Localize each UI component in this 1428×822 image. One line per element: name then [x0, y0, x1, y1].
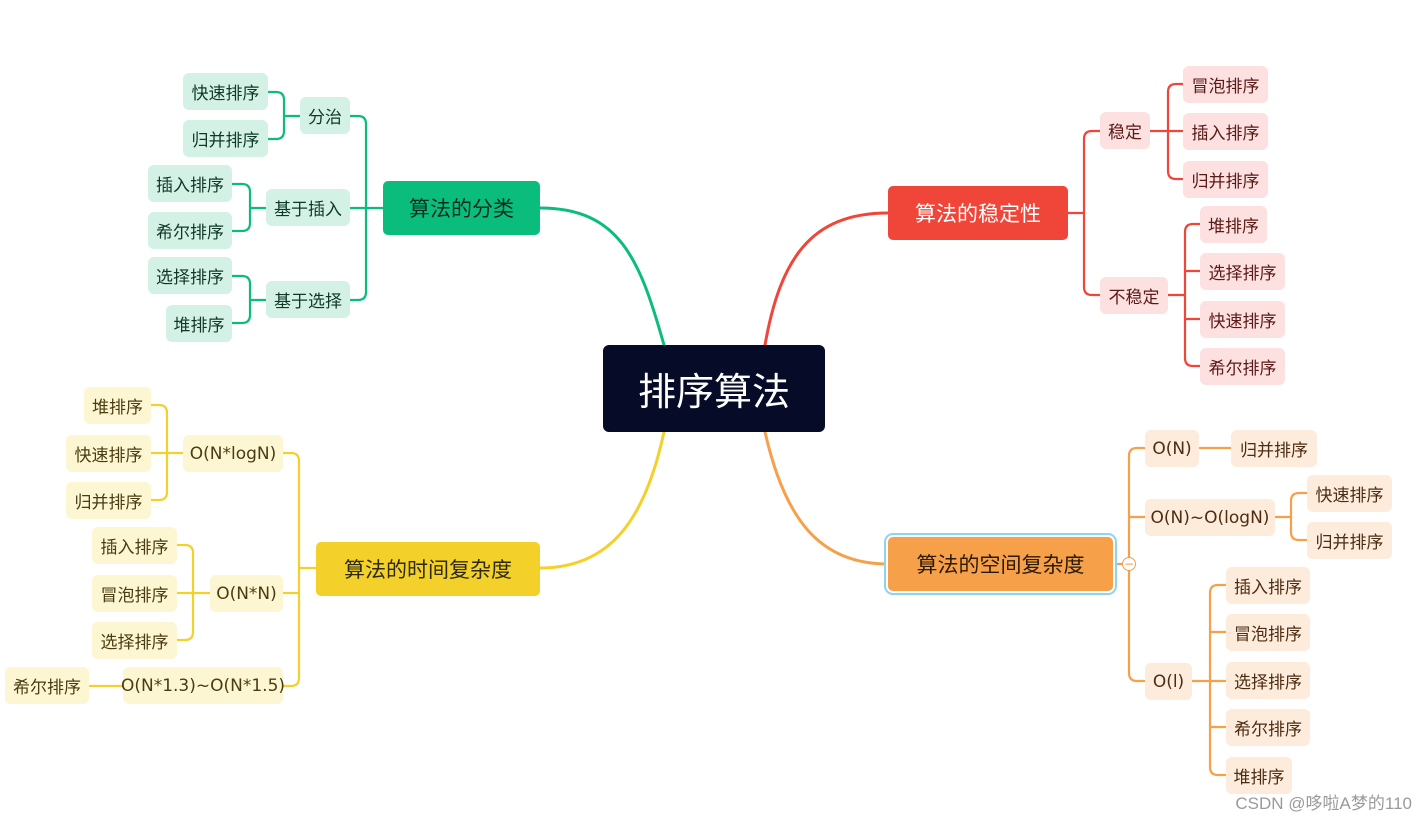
- collapse-toggle-icon[interactable]: −: [1122, 557, 1136, 571]
- links-time: [89, 403, 316, 688]
- watermark: CSDN @哆啦A梦的110: [1235, 794, 1412, 813]
- leaf-node[interactable]: 冒泡排序: [92, 575, 177, 612]
- leaf-node[interactable]: 希尔排序: [1200, 348, 1285, 385]
- leaf-node[interactable]: 快速排序: [183, 73, 268, 110]
- link-root-stability: [763, 211, 890, 347]
- leaf-node[interactable]: 快速排序: [66, 435, 151, 472]
- group-divide-conquer[interactable]: 分治: [300, 97, 350, 134]
- group-o-n[interactable]: O(N): [1145, 430, 1199, 467]
- link-root-time: [538, 430, 666, 570]
- leaf-node[interactable]: 插入排序: [1183, 113, 1268, 150]
- group-o-1[interactable]: O(l): [1145, 663, 1192, 700]
- leaf-node[interactable]: 插入排序: [148, 165, 232, 202]
- link-root-classification: [538, 206, 666, 347]
- leaf-node[interactable]: 归并排序: [1231, 430, 1317, 467]
- leaf-node[interactable]: 快速排序: [1307, 475, 1392, 512]
- branch-classification[interactable]: 算法的分类: [383, 181, 540, 235]
- group-selection-based[interactable]: 基于选择: [266, 281, 350, 318]
- leaf-node[interactable]: 堆排序: [1226, 757, 1292, 794]
- group-o-n-logn[interactable]: O(N)~O(logN): [1145, 499, 1275, 536]
- group-stable[interactable]: 稳定: [1100, 112, 1150, 149]
- branch-stability[interactable]: 算法的稳定性: [888, 186, 1068, 240]
- leaf-node[interactable]: 希尔排序: [5, 667, 89, 704]
- leaf-node[interactable]: 归并排序: [66, 482, 151, 519]
- leaf-node[interactable]: 堆排序: [84, 387, 151, 424]
- leaf-node[interactable]: 归并排序: [183, 120, 268, 157]
- leaf-node[interactable]: 希尔排序: [1226, 709, 1310, 746]
- leaf-node[interactable]: 选择排序: [1226, 662, 1310, 699]
- group-insertion-based[interactable]: 基于插入: [266, 189, 350, 226]
- leaf-node[interactable]: 冒泡排序: [1226, 614, 1310, 651]
- leaf-node[interactable]: 选择排序: [148, 257, 232, 294]
- leaf-node[interactable]: 插入排序: [92, 527, 177, 564]
- leaf-node[interactable]: 冒泡排序: [1183, 66, 1268, 103]
- root-node[interactable]: 排序算法: [603, 345, 825, 432]
- links-classification: [232, 90, 383, 325]
- branch-time-complexity[interactable]: 算法的时间复杂度: [316, 542, 540, 596]
- leaf-node[interactable]: 选择排序: [92, 622, 177, 659]
- group-unstable[interactable]: 不稳定: [1100, 277, 1168, 314]
- leaf-node[interactable]: 归并排序: [1183, 161, 1268, 198]
- leaf-node[interactable]: 归并排序: [1307, 522, 1392, 559]
- leaf-node[interactable]: 希尔排序: [148, 212, 232, 249]
- group-n-squared[interactable]: O(N*N): [210, 575, 283, 612]
- leaf-node[interactable]: 快速排序: [1200, 301, 1285, 338]
- group-n-power[interactable]: O(N*1.3)~O(N*1.5): [121, 667, 285, 704]
- leaf-node[interactable]: 选择排序: [1200, 253, 1285, 290]
- leaf-node[interactable]: 堆排序: [1200, 206, 1267, 243]
- leaf-node[interactable]: 插入排序: [1226, 567, 1310, 604]
- group-nlogn[interactable]: O(N*logN): [183, 435, 283, 472]
- leaf-node[interactable]: 堆排序: [166, 305, 232, 342]
- links-stability: [1068, 82, 1200, 368]
- branch-space-complexity[interactable]: 算法的空间复杂度: [888, 537, 1113, 591]
- link-root-space: [763, 430, 890, 566]
